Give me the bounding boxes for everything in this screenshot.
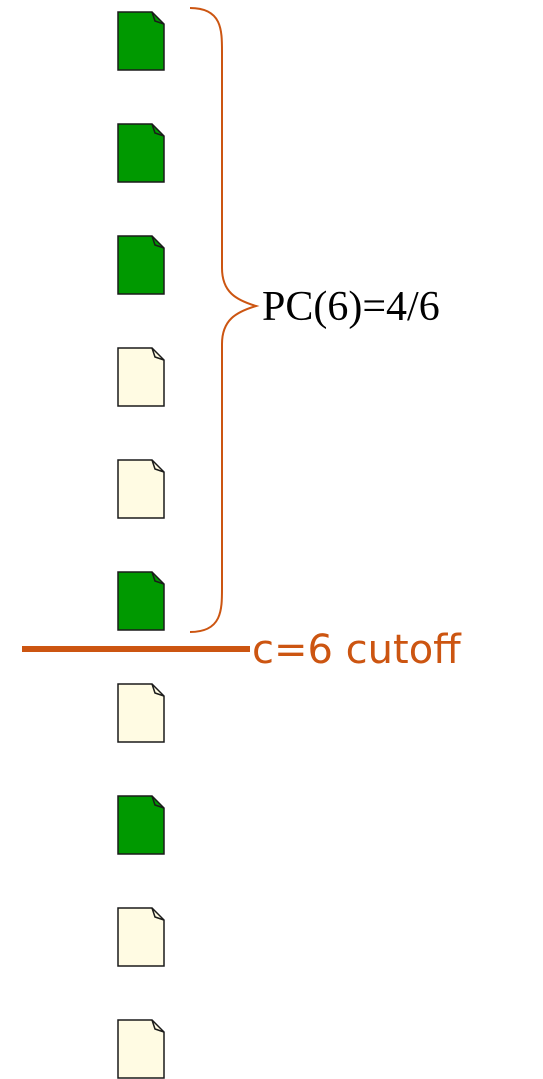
top-k-brace (189, 7, 260, 633)
non-relevant-document-icon (117, 1019, 165, 1079)
document-page (117, 123, 165, 183)
document-folded-corner (151, 11, 165, 25)
relevant-document-icon (117, 571, 165, 631)
relevant-document-icon (117, 795, 165, 855)
document-page (117, 11, 165, 71)
document-page (117, 459, 165, 519)
document-folded-corner (151, 459, 165, 473)
document-folded-corner (151, 907, 165, 921)
ranked-documents (117, 11, 165, 1079)
document-folded-corner (151, 123, 165, 137)
document-page (117, 1019, 165, 1079)
cutoff-label: c=6 cutoff (252, 627, 462, 673)
document-folded-corner (151, 347, 165, 361)
non-relevant-document-icon (117, 907, 165, 967)
non-relevant-document-icon (117, 683, 165, 743)
document-page (117, 907, 165, 967)
relevant-document-icon (117, 123, 165, 183)
document-page (117, 795, 165, 855)
document-folded-corner (151, 1019, 165, 1033)
non-relevant-document-icon (117, 459, 165, 519)
document-folded-corner (151, 683, 165, 697)
precision-at-cutoff-label: PC(6)=4/6 (262, 284, 440, 330)
document-page (117, 347, 165, 407)
relevant-document-icon (117, 11, 165, 71)
document-folded-corner (151, 571, 165, 585)
document-folded-corner (151, 795, 165, 809)
document-page (117, 683, 165, 743)
document-page (117, 571, 165, 631)
non-relevant-document-icon (117, 347, 165, 407)
document-folded-corner (151, 235, 165, 249)
document-page (117, 235, 165, 295)
relevant-document-icon (117, 235, 165, 295)
